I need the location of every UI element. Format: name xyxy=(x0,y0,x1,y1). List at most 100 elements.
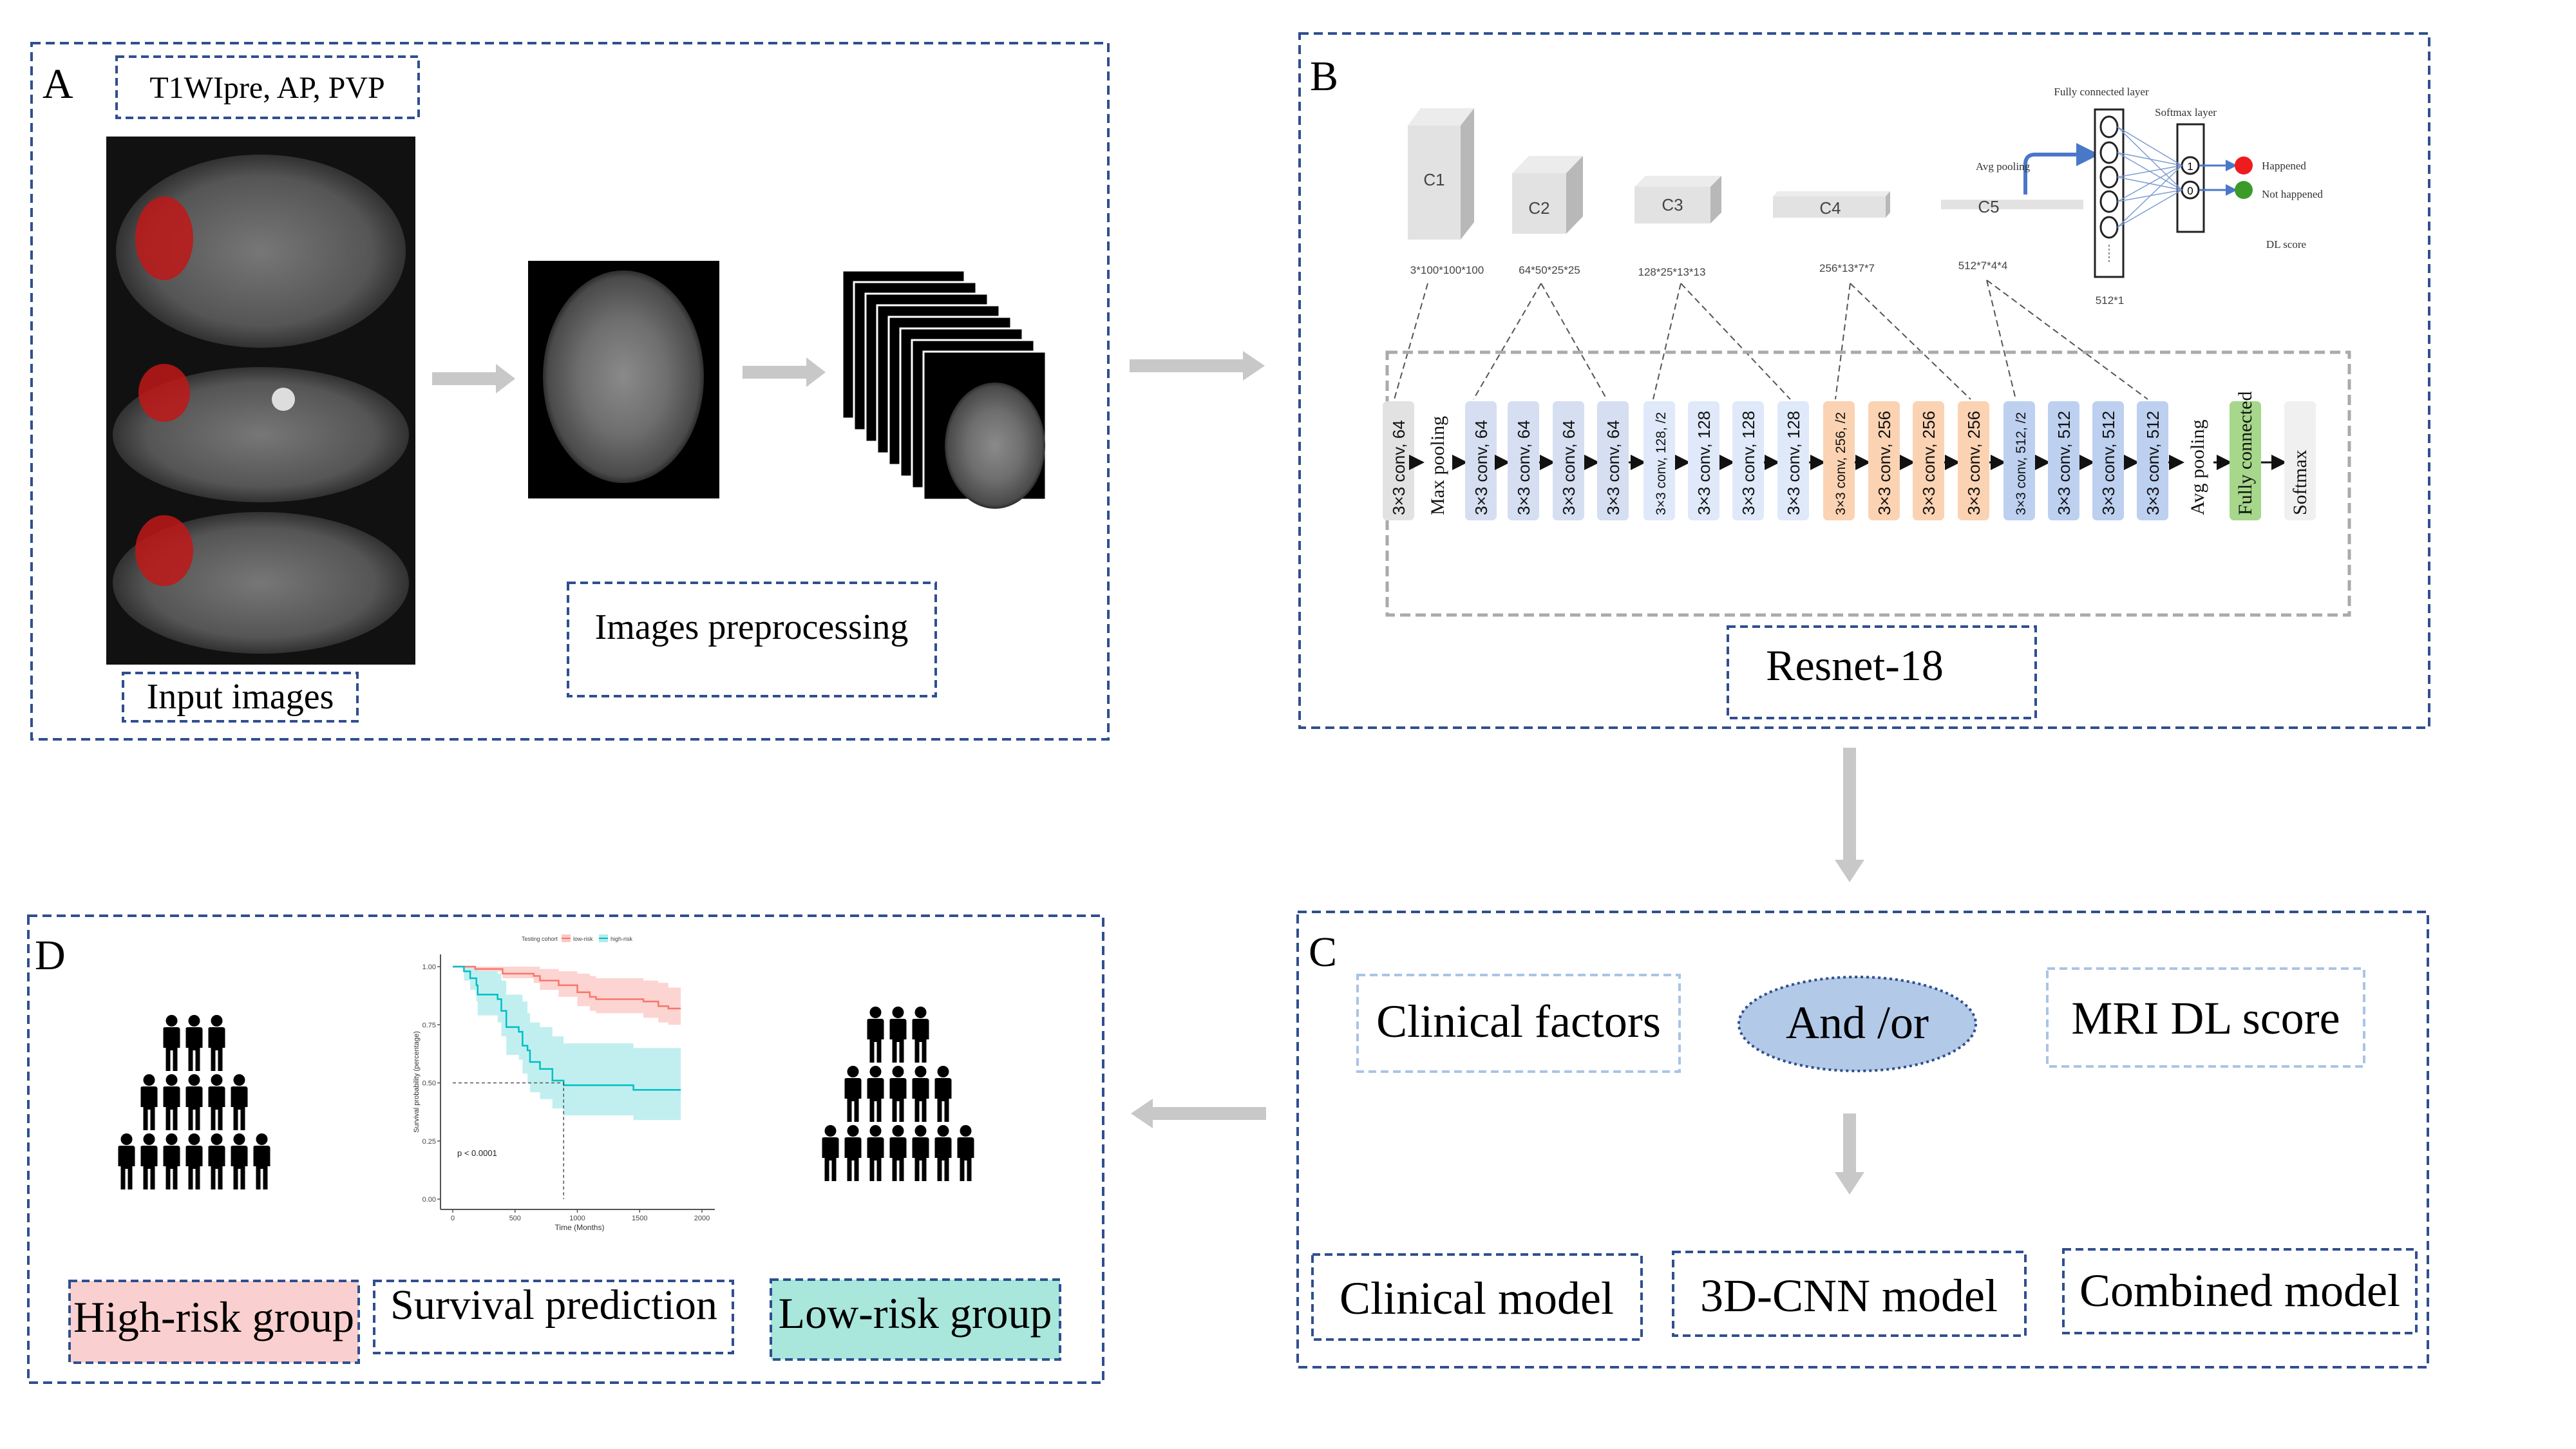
person-icon xyxy=(867,1066,884,1122)
person-icon xyxy=(163,1133,180,1189)
x-tick-label: 1500 xyxy=(632,1215,647,1222)
fc-link xyxy=(2117,165,2183,178)
layer-label: 3×3 conv, 64 xyxy=(1472,420,1491,515)
legend-entry: high-risk xyxy=(611,936,633,942)
person-icon xyxy=(867,1007,884,1063)
resnet-layer: 3×3 conv, 64 xyxy=(1508,401,1539,520)
person-icon xyxy=(140,1133,158,1189)
3d-cnn-model-box xyxy=(1672,1251,2027,1337)
resnet-layer: 3×3 conv, 64 xyxy=(1553,401,1584,520)
person-icon xyxy=(163,1015,180,1071)
block-c3: C3 xyxy=(1634,176,1721,223)
layer-block xyxy=(1958,401,1989,520)
softmax-layer: 1 0 xyxy=(2176,123,2205,233)
block-to-layer-connectors xyxy=(1394,279,2148,400)
layer-label: 3×3 conv, 256 xyxy=(1875,411,1894,515)
resnet-layer: 3×3 conv, 512 xyxy=(2048,401,2079,520)
layer-label: 3×3 conv, 64 xyxy=(1604,420,1623,515)
y-tick-label: 0.75 xyxy=(422,1021,436,1029)
layer-block xyxy=(1777,401,1809,520)
person-icon xyxy=(208,1133,225,1189)
softmax-layer-title: Softmax layer xyxy=(2155,106,2217,118)
layer-block xyxy=(1597,401,1629,520)
layer-label: 3×3 conv, 128, /2 xyxy=(1654,412,1669,515)
person-icon xyxy=(912,1007,929,1063)
panel-a: A T1WIpre, AP, PVP Input images Images p… xyxy=(30,42,1110,741)
resnet-layer: 3×3 conv, 256 xyxy=(1913,401,1944,520)
layer-block xyxy=(1508,401,1539,520)
person-icon xyxy=(140,1074,158,1130)
y-tick-label: 0.00 xyxy=(422,1196,436,1204)
network-name-box xyxy=(1727,625,2037,719)
tumor-mask xyxy=(138,364,190,422)
input-mri-images xyxy=(106,137,415,665)
resnet-layer: Fully connected xyxy=(2230,392,2261,520)
fc-link xyxy=(2117,152,2183,166)
svg-text:C3: C3 xyxy=(1662,195,1683,214)
survival-curve-low-risk xyxy=(453,965,681,1010)
resnet-layer: 3×3 conv, 64 xyxy=(1597,401,1629,520)
person-icon xyxy=(208,1074,225,1130)
layer-block xyxy=(1732,401,1764,520)
panel-d-frame xyxy=(27,914,1104,1384)
person-icon xyxy=(163,1074,180,1130)
avg-pooling-label: Avg pooling xyxy=(1976,160,2031,173)
fc-link xyxy=(2117,189,2183,228)
y-axis-label: Survival probability (percentage) xyxy=(413,1031,421,1133)
clinical-factors: Clinical factors xyxy=(1376,996,1661,1047)
avg-pooling-arrow-icon xyxy=(2023,143,2099,194)
person-icon xyxy=(889,1066,907,1122)
low-risk-label: Low-risk group xyxy=(779,1289,1052,1338)
fc-node-icon xyxy=(2099,141,2119,164)
person-icon xyxy=(208,1015,225,1071)
person-icon xyxy=(912,1066,929,1122)
layer-label: 3×3 conv, 256 xyxy=(1919,411,1938,515)
x-tick-label: 0 xyxy=(451,1215,455,1222)
svg-text:C2: C2 xyxy=(1528,198,1549,218)
layer-label: Softmax xyxy=(2289,450,2311,515)
layer-label: 3×3 conv, 64 xyxy=(1389,420,1408,515)
clinical-model: Clinical model xyxy=(1340,1273,1614,1324)
combined-model-box xyxy=(2062,1248,2418,1334)
and-or-label: And /or xyxy=(1786,997,1929,1048)
high-risk-box xyxy=(68,1280,360,1364)
layer-label: Fully connected xyxy=(2235,392,2256,515)
resnet-layer: 3×3 conv, 128 xyxy=(1777,401,1809,520)
resnet-layer: Avg pooling xyxy=(2187,419,2208,515)
person-icon xyxy=(934,1125,952,1181)
output-not-happened: Not happened xyxy=(2262,188,2323,200)
low-risk-people-icon xyxy=(822,1007,974,1181)
layer-label: Avg pooling xyxy=(2187,419,2208,515)
layer-label: 3×3 conv, 512, /2 xyxy=(2014,412,2029,515)
resnet-layer: 3×3 conv, 128 xyxy=(1732,401,1764,520)
layer-block xyxy=(1465,401,1497,520)
x-axis-label: Time (Months) xyxy=(555,1223,605,1232)
panel-c-label: C xyxy=(1309,929,1337,976)
layer-label: 3×3 conv, 256, /2 xyxy=(1833,412,1848,515)
person-icon xyxy=(934,1066,952,1122)
median-survival-line xyxy=(453,1082,564,1199)
ci-band-low-risk xyxy=(453,967,681,1025)
svg-text:C5: C5 xyxy=(1978,197,1999,216)
block-c5: C5 xyxy=(1941,197,2083,216)
person-icon xyxy=(185,1015,203,1071)
ci-band-high-risk xyxy=(453,967,681,1121)
network-name: Resnet-18 xyxy=(1766,641,1944,690)
layer-label: 3×3 conv, 512 xyxy=(2054,411,2074,515)
not-happened-dot-icon xyxy=(2235,181,2253,199)
fc-node-icon xyxy=(2099,216,2119,239)
fc-layer xyxy=(2094,108,2125,278)
layer-label: 3×3 conv, 64 xyxy=(1514,420,1533,515)
panel-b-label: B xyxy=(1310,53,1338,100)
panel-b: B C1 C2 C3 xyxy=(1298,32,2430,729)
fc-link xyxy=(2117,126,2183,166)
x-tick-label: 500 xyxy=(509,1215,521,1222)
person-icon xyxy=(867,1125,884,1181)
3d-cnn-model: 3D-CNN model xyxy=(1700,1270,1998,1321)
block-c4: C4 xyxy=(1773,191,1890,218)
dim-label: 3*100*100*100 xyxy=(1410,264,1484,276)
layer-block xyxy=(2003,401,2035,520)
